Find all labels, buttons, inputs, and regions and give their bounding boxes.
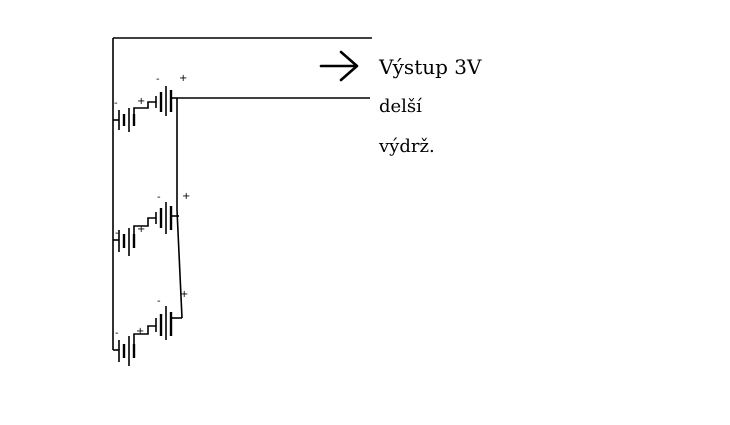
cell-upper-1 xyxy=(155,86,177,116)
label-line-2: delší xyxy=(379,96,422,117)
minus-sign: - xyxy=(157,296,161,307)
cell-lower-1 xyxy=(113,101,156,132)
minus-sign: - xyxy=(156,74,160,85)
cell-upper-2 xyxy=(155,202,179,234)
minus-sign: - xyxy=(115,228,119,239)
plus-sign: + xyxy=(137,224,145,235)
minus-sign: - xyxy=(115,328,119,339)
minus-sign: - xyxy=(114,98,118,109)
cell-upper-3 xyxy=(155,306,182,340)
plus-sign: + xyxy=(182,191,190,202)
battery-pair-2 xyxy=(113,202,179,256)
plus-sign: + xyxy=(179,73,187,84)
plus-sign: + xyxy=(136,326,144,337)
polarity-signs: - + - + - + - + - + - + xyxy=(114,73,190,339)
arrow-right-icon xyxy=(319,50,359,82)
wires xyxy=(112,37,372,350)
cell-lower-2 xyxy=(113,217,156,256)
output-label: Výstup 3V xyxy=(378,55,482,79)
cell-lower-3 xyxy=(113,325,156,366)
label-line-3: výdrž. xyxy=(378,136,435,157)
plus-sign: + xyxy=(137,96,145,107)
plus-sign: + xyxy=(180,289,188,300)
right-bus-wire xyxy=(176,98,183,319)
battery-pair-3 xyxy=(113,306,182,366)
battery-pair-1 xyxy=(113,86,177,132)
minus-sign: - xyxy=(157,192,161,203)
